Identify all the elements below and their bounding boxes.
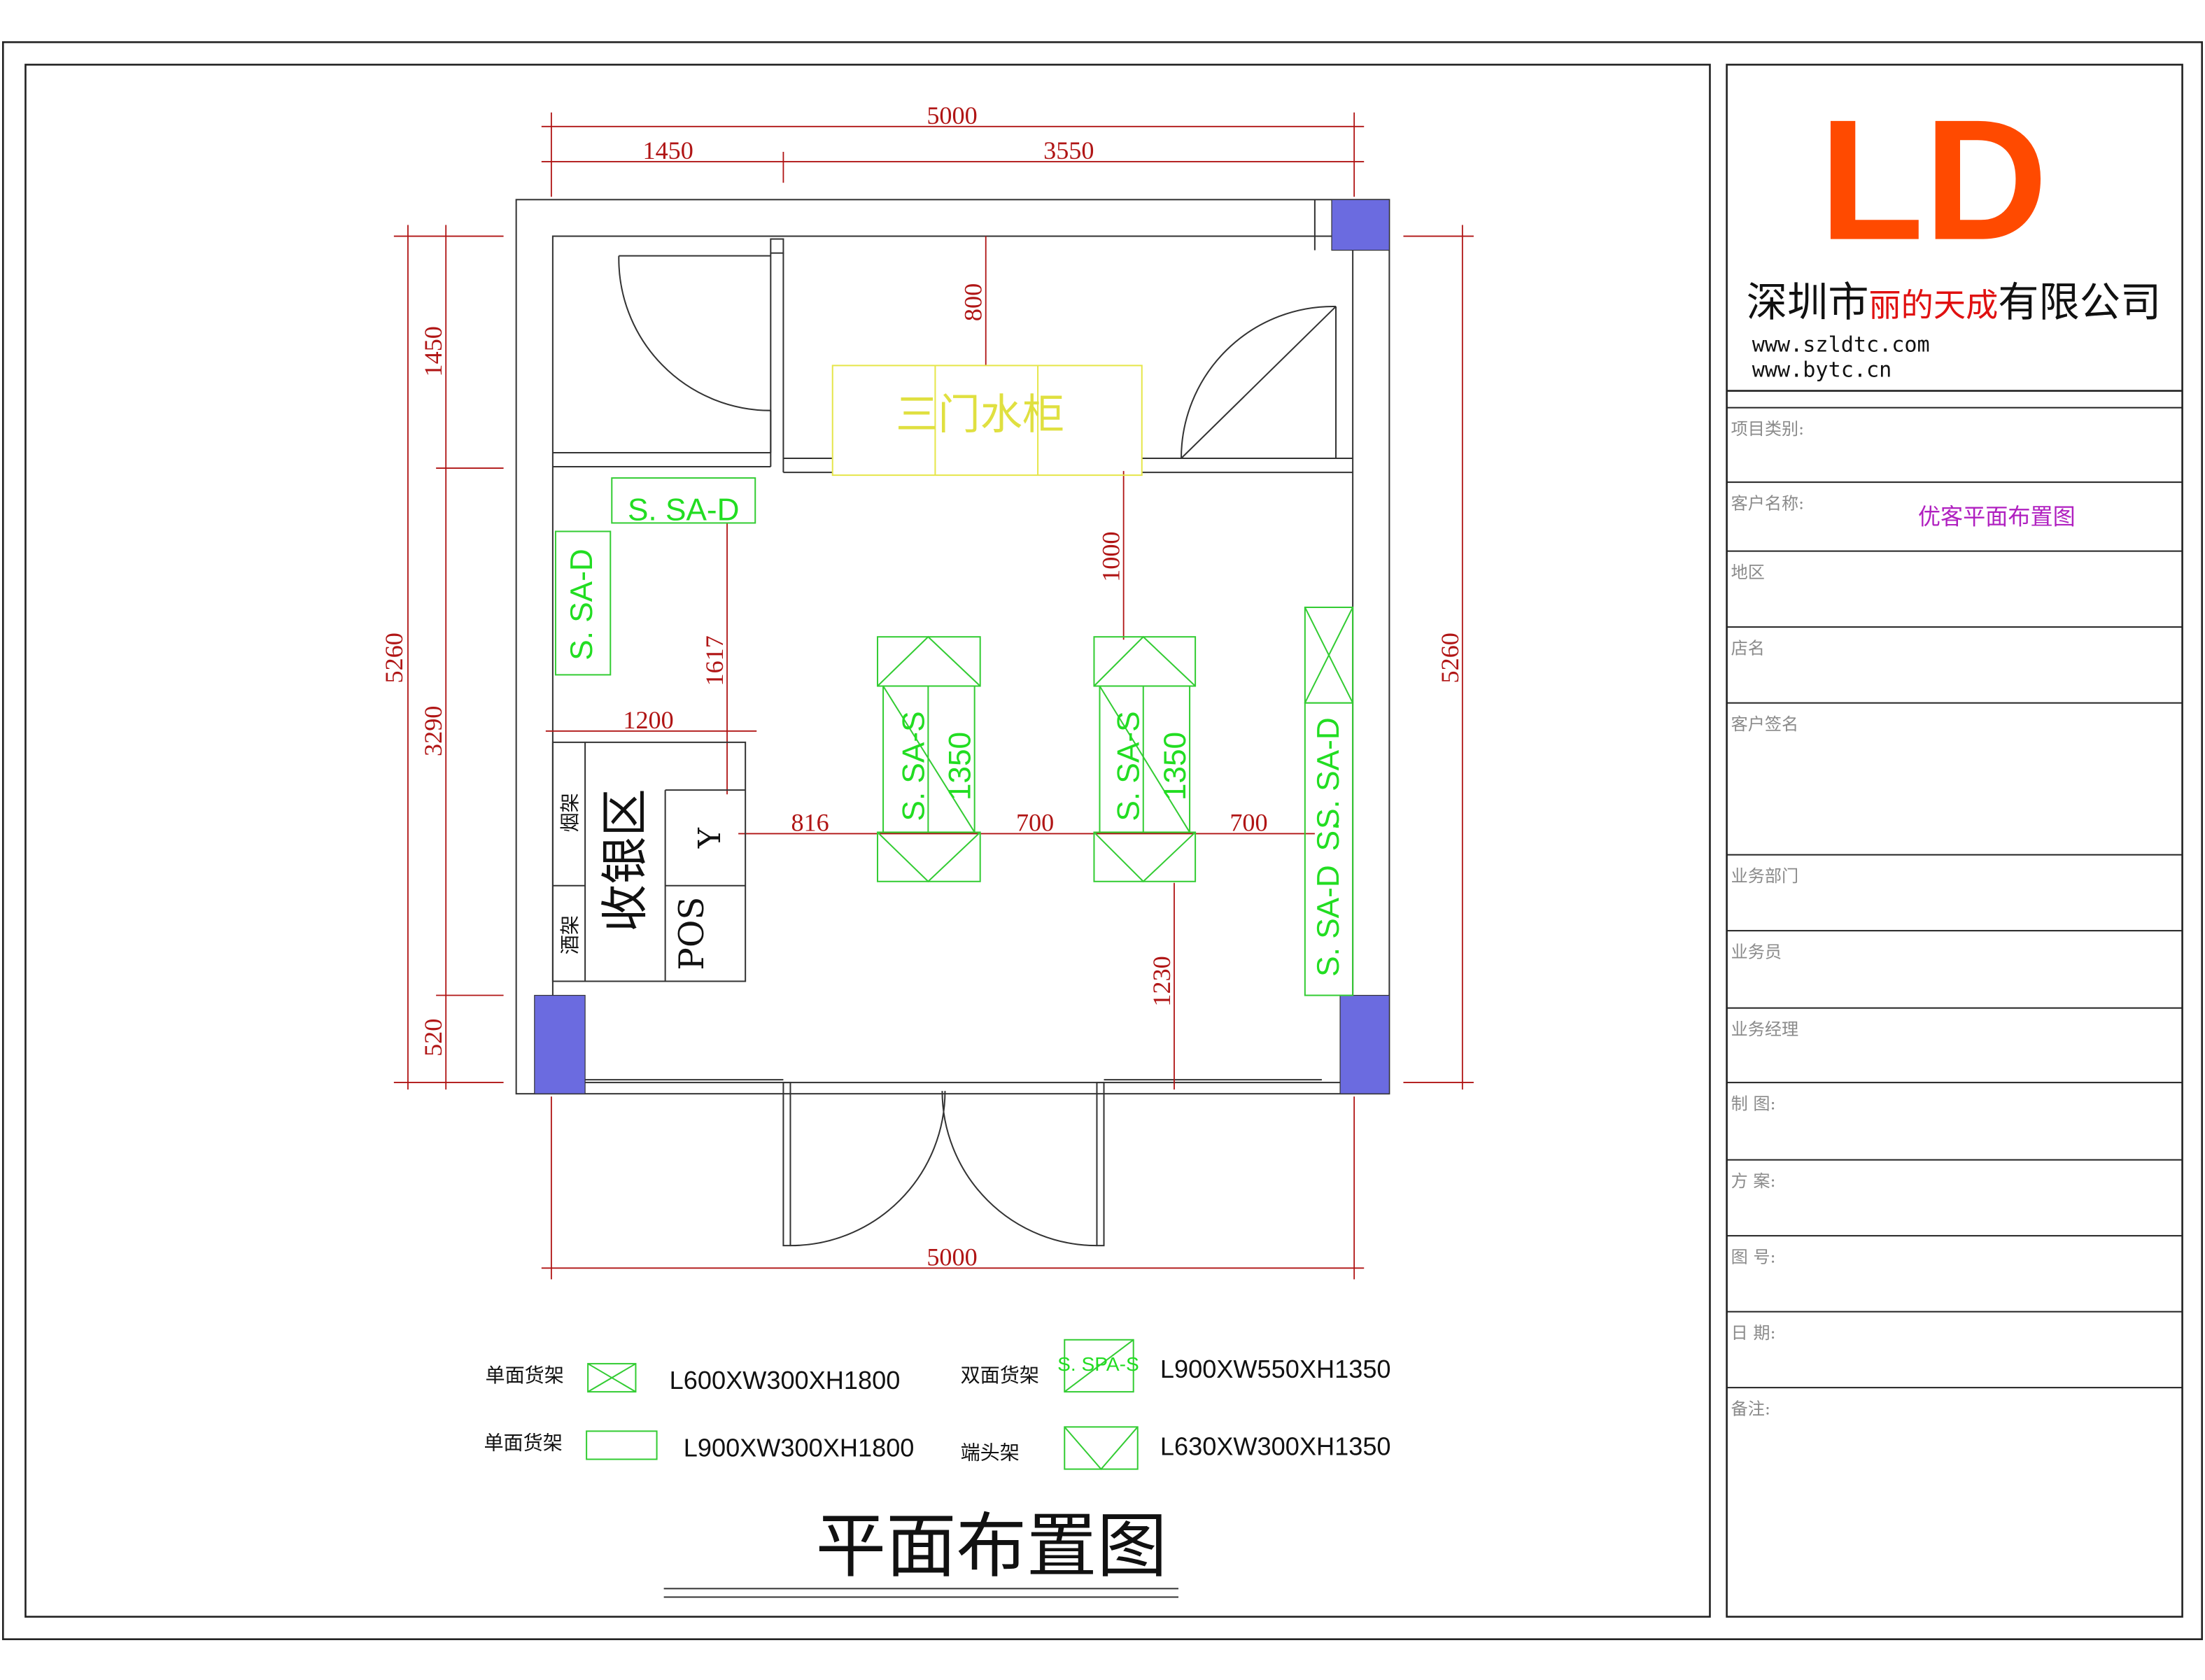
svg-text:单面货架: 单面货架 — [485, 1364, 563, 1386]
svg-text:520: 520 — [419, 1019, 447, 1057]
company-name: 深圳市丽的天成有限公司 — [1747, 278, 2162, 326]
island-shelf-1: S. SA-S 1350 — [877, 635, 981, 883]
svg-text:5260: 5260 — [1436, 633, 1464, 683]
legend: 单面货架 L600XW300XH1800 单面货架 L900XW300XH180… — [484, 1339, 1391, 1471]
svg-text:S. SPA-S: S. SPA-S — [1057, 1353, 1139, 1375]
svg-text:1617: 1617 — [700, 635, 728, 686]
door-back — [1181, 305, 1337, 459]
title-block-label: 业务经理 — [1731, 1019, 1798, 1039]
svg-text:S. SA-D: S. SA-D — [1311, 865, 1346, 977]
title-block-label: 制 图: — [1731, 1094, 1776, 1113]
svg-text:1200: 1200 — [623, 706, 673, 734]
title-block-label: 方 案: — [1731, 1171, 1776, 1191]
svg-text:烟架: 烟架 — [558, 793, 582, 832]
title-block-label: 项目类别: — [1731, 419, 1805, 439]
cashier-area: 烟架 酒架 收银区 Y POS — [551, 741, 747, 982]
svg-text:双面货架: 双面货架 — [961, 1364, 1039, 1386]
shelf-right: S. SA-D S. S. SA-D — [1304, 606, 1354, 996]
shelf-left: S. SA-D — [554, 530, 612, 676]
title-block-label: 店名 — [1731, 638, 1765, 658]
title-block-label: 客户名称: — [1731, 493, 1805, 513]
svg-text:三门水柜: 三门水柜 — [896, 390, 1064, 439]
title-block-label: 业务部门 — [1731, 866, 1798, 886]
svg-text:端头架: 端头架 — [961, 1442, 1020, 1464]
svg-text:1450: 1450 — [419, 326, 447, 376]
door-entrance — [782, 1082, 1105, 1247]
door-storage — [618, 255, 772, 453]
svg-text:LD: LD — [1819, 84, 2048, 276]
svg-text:5000: 5000 — [927, 101, 977, 129]
svg-text:S. SA-D: S. SA-D — [628, 493, 740, 527]
svg-text:1230: 1230 — [1148, 956, 1176, 1006]
svg-text:L600XW300XH1800: L600XW300XH1800 — [670, 1366, 901, 1395]
drawing-frame — [24, 64, 1711, 1618]
title-block-label: 图 号: — [1731, 1247, 1776, 1266]
svg-text:酒架: 酒架 — [558, 915, 582, 954]
svg-text:S. SA-D: S. SA-D — [565, 549, 599, 661]
title-block-value: 优客平面布置图 — [1918, 503, 2076, 530]
svg-text:Y: Y — [692, 827, 728, 849]
outer-border — [1, 41, 2204, 1641]
shelf-top: S. SA-D — [611, 477, 756, 527]
title-block-label: 日 期: — [1731, 1323, 1776, 1343]
svg-text:收银区: 收银区 — [598, 789, 653, 932]
svg-text:1350: 1350 — [943, 732, 978, 800]
website-1: www.szldtc.com — [1752, 332, 1930, 357]
svg-text:POS: POS — [672, 897, 712, 970]
column — [534, 994, 586, 1094]
svg-text:5260: 5260 — [380, 633, 408, 683]
title-block-label: 地区 — [1731, 563, 1765, 582]
svg-text:S. SA-S: S. SA-S — [896, 711, 931, 821]
svg-text:1000: 1000 — [1097, 531, 1125, 581]
svg-text:3290: 3290 — [419, 706, 447, 756]
water-cabinet: 三门水柜 — [831, 365, 1143, 477]
svg-text:L900XW550XH1350: L900XW550XH1350 — [1160, 1355, 1391, 1383]
drawing-title: 平面布置图 — [816, 1505, 1167, 1587]
column — [1339, 994, 1390, 1094]
title-block — [1726, 64, 2183, 1618]
svg-text:L900XW300XH1800: L900XW300XH1800 — [684, 1434, 915, 1462]
company-logo: LD — [1819, 84, 2048, 276]
svg-text:S. SA-S: S. SA-S — [1112, 711, 1146, 821]
title-block-label: 客户签名 — [1731, 714, 1798, 734]
svg-text:3550: 3550 — [1043, 136, 1094, 164]
svg-text:S.: S. — [1311, 822, 1346, 852]
title-block-label: 备注: — [1731, 1399, 1770, 1418]
svg-text:816: 816 — [791, 808, 829, 836]
svg-text:700: 700 — [1016, 808, 1054, 836]
column — [1331, 199, 1390, 251]
walls — [515, 199, 1390, 1095]
svg-text:800: 800 — [959, 283, 987, 321]
island-shelf-2: S. SA-S 1350 — [1093, 635, 1197, 883]
svg-text:1450: 1450 — [642, 136, 693, 164]
title-block-label: 业务员 — [1731, 942, 1782, 961]
dimensions: 5000 1450 3550 5260 1450 3290 520 5260 5… — [380, 101, 1474, 1280]
svg-text:5000: 5000 — [927, 1243, 977, 1271]
svg-text:L630XW300XH1350: L630XW300XH1350 — [1160, 1432, 1391, 1461]
svg-text:700: 700 — [1230, 808, 1267, 836]
website-2: www.bytc.cn — [1752, 358, 1892, 382]
svg-text:S. SA-D: S. SA-D — [1311, 717, 1346, 829]
svg-text:单面货架: 单面货架 — [484, 1432, 562, 1453]
svg-text:1350: 1350 — [1158, 732, 1192, 800]
